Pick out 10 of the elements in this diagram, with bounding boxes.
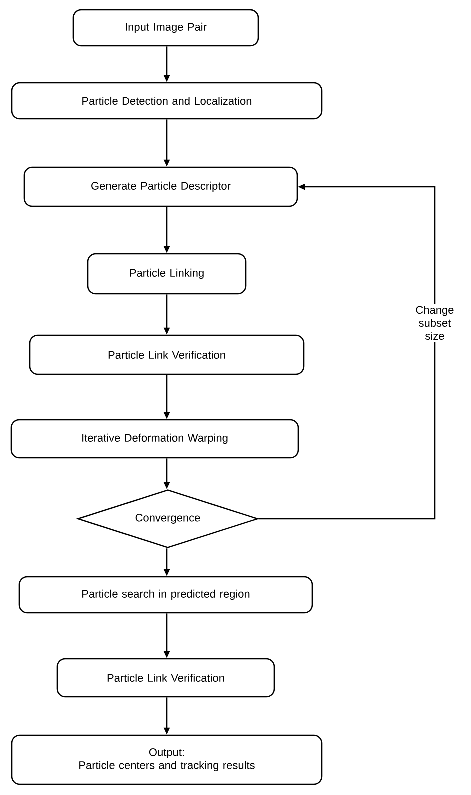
process-box: Input Image Pair bbox=[72, 9, 260, 47]
process-box: Generate Particle Descriptor bbox=[24, 166, 298, 208]
edge-label: Change subset size bbox=[406, 304, 464, 342]
process-box: Iterative Deformation Warping bbox=[10, 419, 300, 459]
process-box: Output: Particle centers and tracking results bbox=[11, 734, 323, 786]
process-box: Particle Link Verification bbox=[56, 658, 276, 698]
process-box: Particle Link Verification bbox=[29, 334, 305, 376]
process-box: Particle Linking bbox=[87, 253, 247, 295]
process-box: Particle Detection and Localization bbox=[11, 82, 323, 120]
process-box: Particle search in predicted region bbox=[18, 576, 314, 614]
